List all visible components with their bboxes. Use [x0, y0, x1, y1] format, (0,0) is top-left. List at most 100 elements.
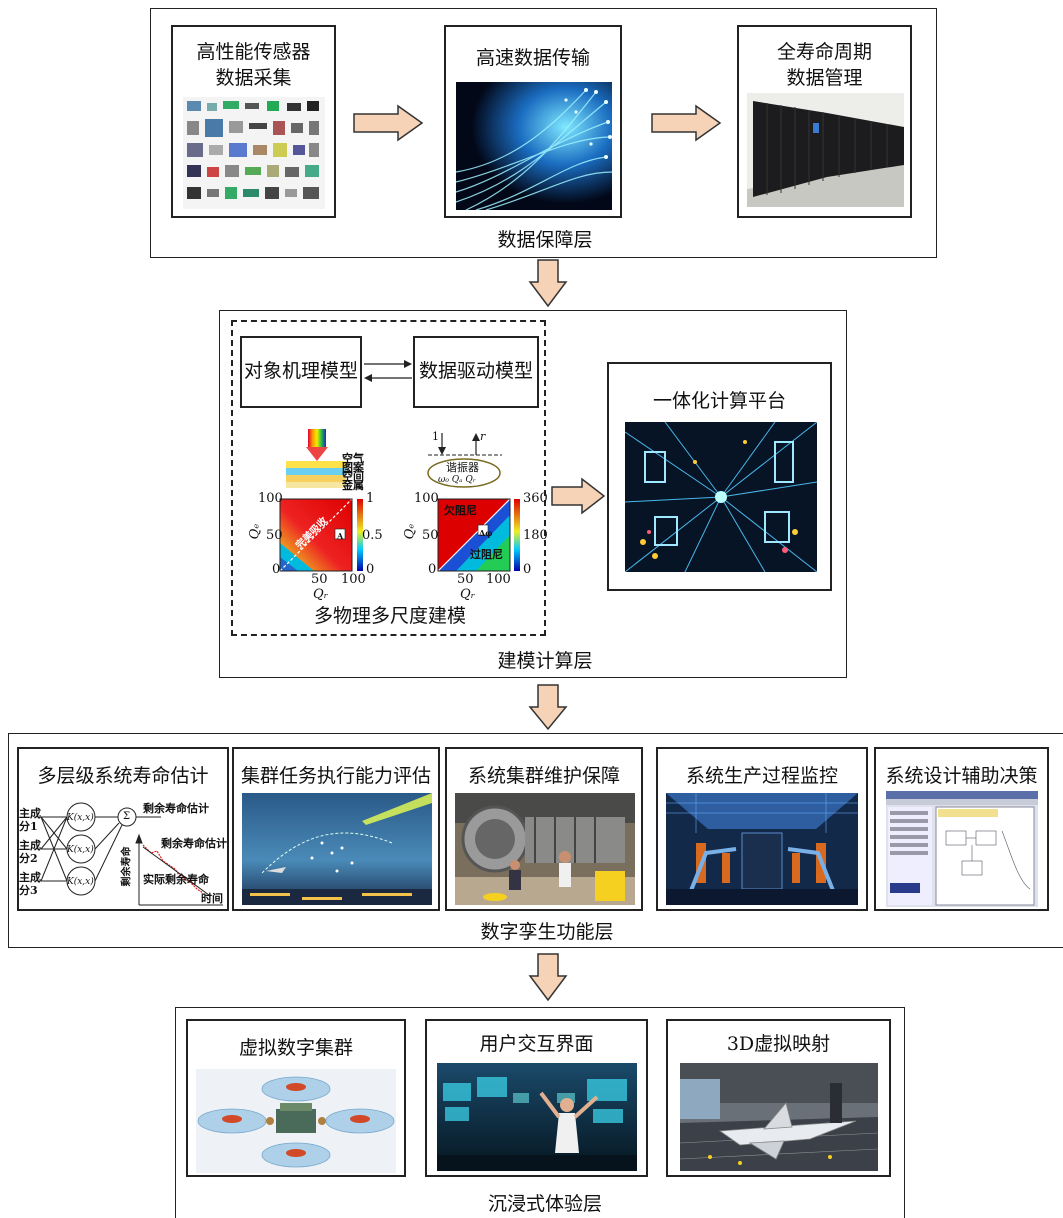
abs-legend-metal: 金属 [342, 479, 364, 492]
abs-legend-air: 空气 [342, 452, 364, 465]
overdamped-label: 过阻尼 [470, 548, 503, 561]
mechanism-model-label: 对象机理模型 [243, 360, 358, 382]
manage-title-1: 全寿命周期 [776, 41, 872, 63]
swarm-mission-panel: 集群任务执行能力评估 [232, 747, 440, 911]
maintenance-title: 系统集群维护保障 [467, 765, 620, 787]
damp-cb-0: 0 [523, 562, 532, 577]
life-input-3: 主成分3 [19, 871, 41, 897]
maintenance-image [455, 793, 635, 905]
rul-ylabel: 剩余寿命 [121, 846, 133, 887]
model-layer-title: 建模计算层 [497, 650, 593, 672]
rul-estimate-label: 剩余寿命估计 [143, 802, 209, 815]
arrow-down-1 [528, 259, 568, 308]
damp-cb-180: 180 [523, 528, 548, 543]
rul-xlabel: 时间 [201, 892, 223, 905]
damp-top-1: 1 [432, 430, 439, 443]
user-interface-title: 用户交互界面 [479, 1033, 594, 1055]
abs-ytick-0: 0 [272, 562, 281, 577]
sensor-title-2: 数据采集 [215, 67, 292, 89]
virtual-mapping-panel: 3D虚拟映射 [666, 1019, 891, 1177]
damp-top-r: r [480, 430, 486, 443]
rul-actual-label: 实际剩余寿命 [143, 873, 209, 886]
user-interface-image [437, 1063, 637, 1171]
kernel-node-1: K(x,x) [67, 813, 94, 823]
server-room-image [747, 93, 904, 207]
abs-legend-pattern: 图案 [342, 461, 364, 474]
transfer-title: 高速数据传输 [475, 47, 590, 69]
sensor-title-1: 高性能传感器 [196, 41, 311, 63]
life-estimation-title: 多层级系统寿命估计 [37, 765, 209, 787]
abs-cb-1: 1 [366, 491, 375, 506]
damping-chart [427, 433, 520, 572]
life-input-2: 主成分2 [19, 839, 41, 865]
sensor-collage-image [183, 97, 325, 209]
arrow-right-1 [353, 104, 424, 142]
arrow-right-3 [551, 477, 606, 515]
design-decision-image [886, 791, 1038, 907]
damp-cb-360: 360 [523, 491, 548, 506]
abs-xtick-50: 50 [311, 572, 328, 587]
arrow-down-3 [528, 953, 568, 1002]
virtual-mapping-title: 3D虚拟映射 [726, 1033, 831, 1055]
mechanism-model-box: 对象机理模型 [240, 336, 362, 408]
bidirectional-arrows [364, 360, 412, 382]
twin-layer-title: 数字孪生功能层 [480, 921, 614, 943]
damp-ytick-0: 0 [428, 562, 437, 577]
design-decision-title: 系统设计辅助决策 [885, 765, 1038, 787]
manage-title-2: 数据管理 [786, 67, 863, 89]
abs-ytick-100: 100 [258, 491, 283, 506]
life-input-1: 主成分1 [19, 807, 41, 833]
damp-ytick-100: 100 [414, 491, 439, 506]
damp-ylabel: Qₑ [402, 523, 418, 540]
modeling-dashed-box [231, 320, 546, 636]
abs-cb-05: 0.5 [362, 528, 383, 543]
rul-estimate-label-2: 剩余寿命估计 [161, 837, 227, 850]
life-estimation-diagram [40, 802, 223, 906]
computing-platform-image [625, 422, 817, 572]
kernel-node-2: K(x,x) [67, 845, 94, 855]
computing-platform-box: 一体化计算平台 [607, 362, 832, 591]
kernel-node-3: K(x,x) [67, 877, 94, 887]
arrow-right-2 [651, 104, 722, 142]
data-layer-title: 数据保障层 [497, 229, 593, 251]
abs-legend-space: 空间 [342, 470, 364, 483]
damp-ytick-50: 50 [422, 528, 439, 543]
sum-node: Σ [123, 811, 131, 822]
abs-xlabel: Qᵣ [313, 587, 329, 602]
maintenance-panel: 系统集群维护保障 [445, 747, 643, 911]
underdamped-label: 欠阻尼 [444, 504, 477, 517]
virtual-swarm-title: 虚拟数字集群 [238, 1037, 353, 1059]
user-interface-panel: 用户交互界面 [425, 1019, 648, 1177]
abs-ylabel: Qₑ [247, 523, 263, 540]
abs-cb-0: 0 [366, 562, 375, 577]
abs-tag: A [337, 531, 344, 541]
abs-xtick-100: 100 [341, 572, 366, 587]
life-estimation-panel: 多层级系统寿命估计 主成分1 主成分2 主成分3 K(x,x) K(x,x) K… [17, 747, 229, 911]
production-monitoring-panel: 系统生产过程监控 [656, 747, 868, 911]
production-monitoring-image [666, 793, 858, 905]
damp-xlabel: Qᵣ [460, 587, 476, 602]
damp-xtick-50: 50 [457, 572, 474, 587]
transfer-box: 高速数据传输 [444, 25, 622, 218]
resonator-label: 谐振器 [446, 461, 479, 474]
resonator-params: ω₀ Qₐ Qᵣ [438, 475, 476, 485]
virtual-mapping-image [680, 1063, 878, 1171]
datadriven-model-label: 数据驱动模型 [418, 360, 533, 382]
swarm-mission-title: 集群任务执行能力评估 [240, 765, 431, 787]
immersive-layer-title: 沉浸式体验层 [487, 1193, 602, 1215]
design-decision-panel: 系统设计辅助决策 [874, 747, 1049, 911]
fiber-optic-image [456, 82, 612, 210]
datadriven-model-box: 数据驱动模型 [413, 336, 539, 408]
absorption-chart [279, 429, 363, 572]
sensor-box: 高性能传感器 数据采集 [171, 25, 336, 218]
multiphysics-label: 多物理多尺度建模 [313, 605, 466, 627]
arrow-down-2 [528, 684, 568, 731]
swarm-mission-image [242, 793, 432, 905]
abs-ytick-50: 50 [266, 528, 283, 543]
virtual-swarm-panel: 虚拟数字集群 [186, 1019, 406, 1177]
damp-tag: Δφ [479, 528, 493, 538]
data-management-box: 全寿命周期 数据管理 [737, 25, 912, 218]
damp-xtick-100: 100 [486, 572, 511, 587]
production-monitoring-title: 系统生产过程监控 [685, 765, 838, 787]
platform-title: 一体化计算平台 [652, 390, 786, 412]
